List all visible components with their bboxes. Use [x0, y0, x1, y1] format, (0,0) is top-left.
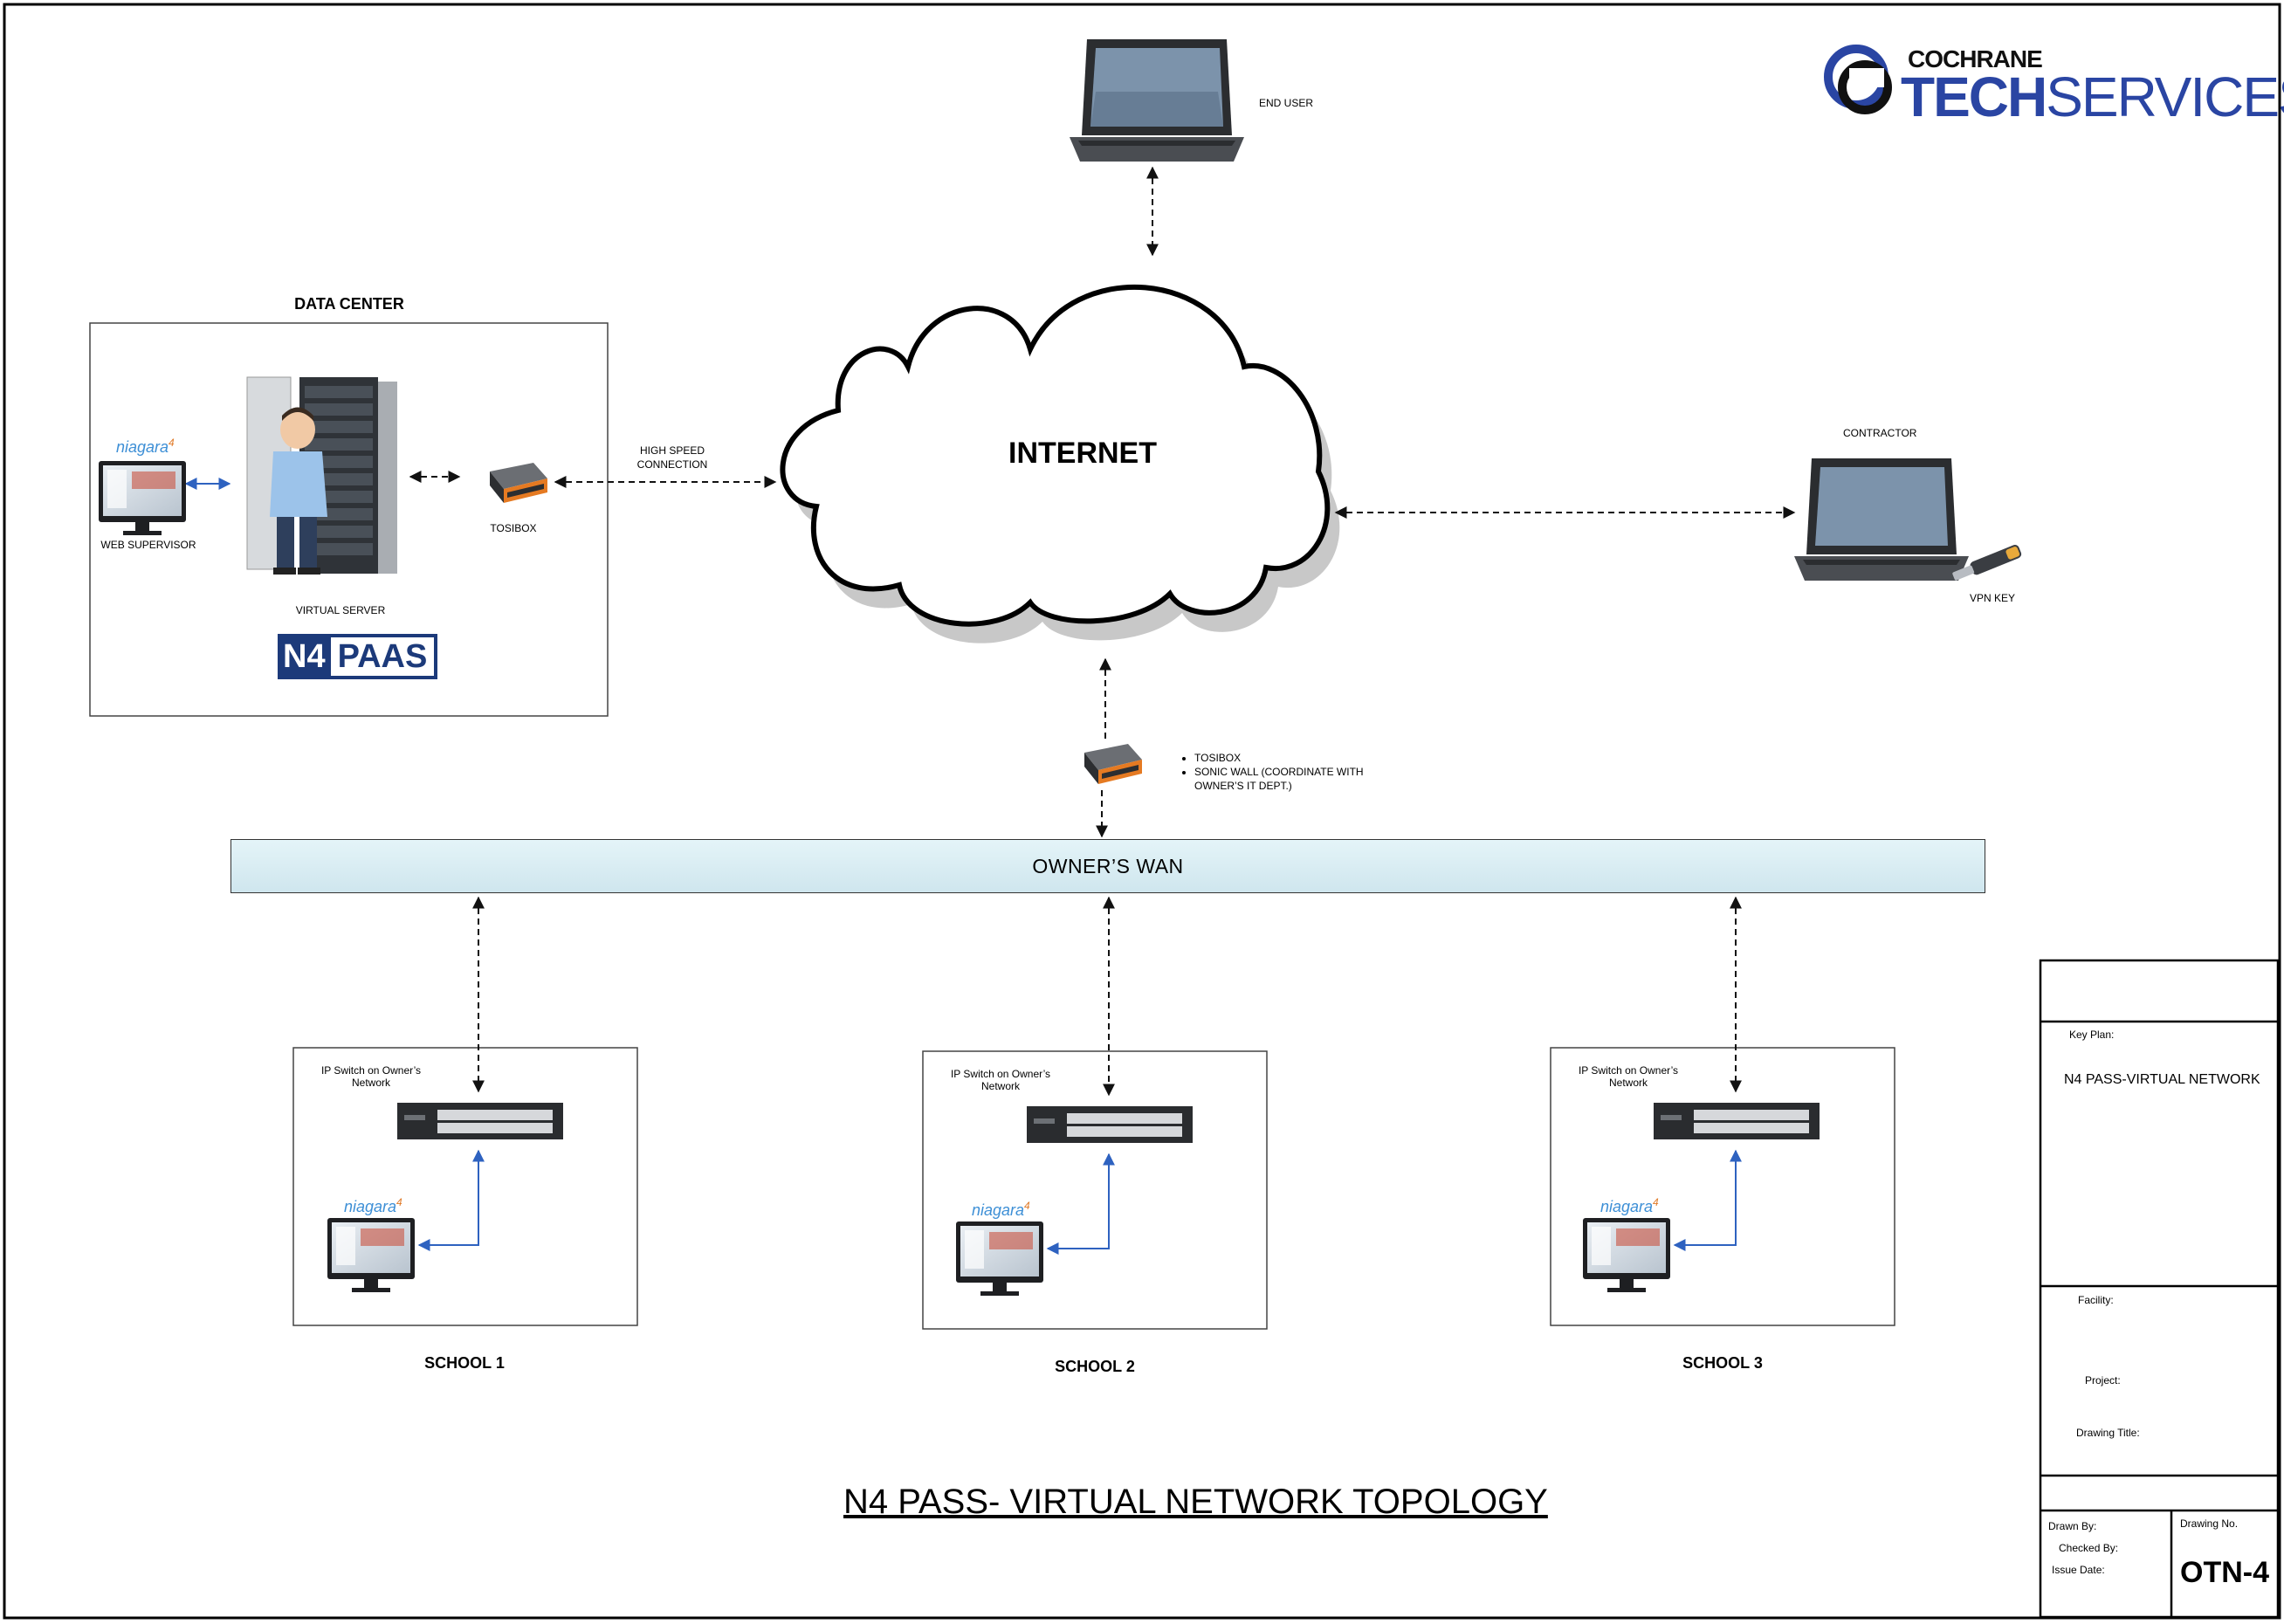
- switch-caption-line2: Network: [351, 1077, 390, 1089]
- niagara-logo-sup: 4: [396, 1196, 402, 1208]
- data-center-box: [89, 322, 609, 717]
- web-supervisor-label: WEB SUPERVISOR: [100, 539, 196, 551]
- n4-paas-logo: N4 PAAS: [278, 634, 438, 679]
- vpn-key-label: VPN KEY: [1970, 592, 2016, 604]
- workstation-monitor-icon-2: [956, 1221, 1043, 1296]
- sheet-border: [3, 3, 2281, 1620]
- key-plan-value: N4 PASS-VIRTUAL NETWORK: [2064, 1072, 2260, 1087]
- facility-label: Facility:: [2078, 1294, 2114, 1306]
- niagara-logo-text: niagara: [1600, 1198, 1654, 1215]
- drawing-main-title: N4 PASS- VIRTUAL NETWORK TOPOLOGY: [843, 1483, 1548, 1521]
- logo-line1: COCHRANE: [1908, 45, 2043, 72]
- tosibox-label: TOSIBOX: [490, 522, 537, 534]
- niagara-logo-sup: 4: [1653, 1196, 1659, 1208]
- server-rack-icon: [246, 376, 397, 575]
- drawing-no-label: Drawing No.: [2180, 1517, 2239, 1530]
- ip-switch-icon-3: [1654, 1103, 1820, 1139]
- drawn-by-label: Drawn By:: [2048, 1520, 2097, 1532]
- owners-wan-bar: OWNER’S WAN: [230, 839, 1985, 893]
- switch-caption-line1: IP Switch on Owner’s: [950, 1068, 1051, 1080]
- school-2-box: [922, 1050, 1268, 1330]
- niagara-logo: niagara4: [116, 437, 175, 457]
- internet-label: INTERNET: [1008, 437, 1157, 470]
- school-3-label: SCHOOL 3: [1682, 1354, 1763, 1372]
- gateway-tosibox-icon: [1084, 744, 1142, 784]
- school-2-label: SCHOOL 2: [1055, 1358, 1135, 1375]
- niagara-logo: niagara4: [1600, 1196, 1659, 1216]
- n4-paas-logo-n4: N4: [278, 634, 331, 679]
- logo-line2-bold: TECH: [1901, 65, 2047, 128]
- link-switch-workstation-2: [1046, 1153, 1115, 1255]
- switch-caption-line1: IP Switch on Owner’s: [320, 1064, 422, 1077]
- web-supervisor-monitor-icon: [99, 461, 186, 535]
- niagara-logo: niagara4: [972, 1200, 1030, 1220]
- gateway-note: TOSIBOX: [1194, 751, 1364, 765]
- switch-caption-line2: Network: [1608, 1077, 1648, 1089]
- issue-date-label: Issue Date:: [2052, 1564, 2105, 1576]
- gateway-note: SONIC WALL (COORDINATE WITH: [1194, 765, 1364, 779]
- niagara-logo-text: niagara: [116, 438, 169, 456]
- high-speed-label-1: HIGH SPEED: [639, 444, 705, 457]
- workstation-monitor-icon-3: [1583, 1218, 1670, 1292]
- school-3-box: [1550, 1047, 1895, 1326]
- n4-paas-logo-paas: PAAS: [330, 634, 438, 679]
- school-1-box: [292, 1047, 638, 1326]
- company-logo: COCHRANE TECHSERVICES: [1820, 45, 2284, 128]
- title-block: [2039, 959, 2280, 1619]
- end-user-label: END USER: [1259, 97, 1314, 109]
- link-switch-workstation-1: [417, 1149, 485, 1251]
- gateway-notes: TOSIBOX SONIC WALL (COORDINATE WITH OWNE…: [1179, 751, 1364, 793]
- vpn-key-icon: [1952, 545, 2022, 581]
- internet-cloud: [780, 284, 1340, 643]
- tosibox-icon: [490, 463, 547, 503]
- niagara-logo-text: niagara: [972, 1201, 1025, 1219]
- switch-caption-line2: Network: [980, 1080, 1020, 1092]
- school-1-label: SCHOOL 1: [424, 1354, 505, 1372]
- contractor-label: CONTRACTOR: [1843, 427, 1917, 439]
- workstation-monitor-icon-1: [327, 1218, 415, 1292]
- switch-caption-line1: IP Switch on Owner’s: [1578, 1064, 1679, 1077]
- virtual-server-label: VIRTUAL SERVER: [295, 604, 386, 616]
- cochrane-logo-mark-icon: [1824, 45, 1892, 114]
- drawing-title-label: Drawing Title:: [2076, 1427, 2140, 1439]
- data-center-title: DATA CENTER: [294, 295, 404, 313]
- niagara-logo: niagara4: [344, 1196, 402, 1216]
- contractor-laptop-icon: [1794, 458, 1969, 581]
- gateway-note-continued: OWNER’S IT DEPT.): [1194, 780, 1292, 792]
- laptop-icon: [1070, 39, 1244, 162]
- niagara-logo-sup: 4: [1024, 1200, 1030, 1212]
- key-plan-label: Key Plan:: [2069, 1029, 2115, 1041]
- high-speed-label-2: CONNECTION: [636, 458, 708, 471]
- ip-switch-icon-2: [1027, 1106, 1193, 1143]
- niagara-logo-text: niagara: [344, 1198, 397, 1215]
- ip-switch-icon-1: [397, 1103, 563, 1139]
- link-switch-workstation-3: [1673, 1149, 1742, 1251]
- logo-line2: TECHSERVICES: [1901, 65, 2284, 129]
- niagara-logo-sup: 4: [169, 437, 175, 449]
- logo-line2-rest: SERVICES: [2046, 65, 2284, 128]
- project-label: Project:: [2085, 1374, 2121, 1387]
- checked-by-label: Checked By:: [2059, 1542, 2119, 1554]
- drawing-no-value: OTN-4: [2180, 1556, 2269, 1589]
